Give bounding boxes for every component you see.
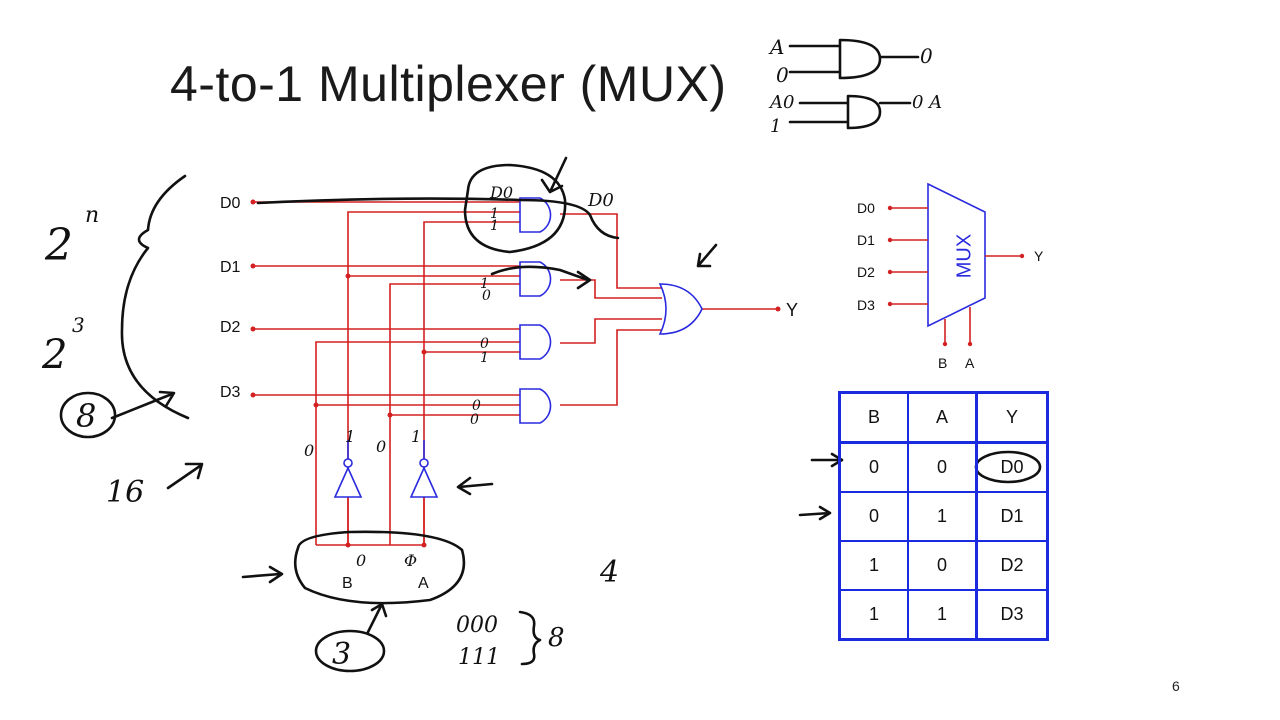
table-row: 1 0 D2 [838,540,1049,591]
not-gates [333,440,439,498]
cell-b: 1 [838,589,909,641]
note-bit-b0: 0 [356,551,366,570]
cell-b: 0 [838,491,909,542]
and-gates [519,197,552,424]
block-input-d1: D1 [857,232,875,248]
and-gate-0 [519,197,552,233]
block-input-d2: D2 [857,264,875,280]
note-d0-out: D0 [587,190,614,211]
select-label-b: B [342,575,353,592]
note-bit-5: 0 [472,398,481,414]
note-2n-base: 2 [44,220,73,271]
slide-title: 4-to-1 Multiplexer (MUX) [170,56,727,112]
note-not-in-b: 0 [304,441,314,460]
truth-table-header: B A Y [838,391,1049,444]
or-gate [658,283,703,335]
header-b: B [838,391,909,444]
not-gate-a [409,466,439,498]
junction-dots [250,199,781,548]
note-2n-exp: n [85,203,99,228]
header-y: Y [975,391,1049,444]
note-bit-1: 1 [480,276,489,292]
note-four: 4 [599,555,619,590]
mux-trapezoid [927,182,986,328]
cell-a: 0 [907,441,978,493]
cell-y: D2 [975,540,1049,591]
handwritten-annotations: A 0 0 A0 1 0 A 2 n 2 3 8 16 D0 D0 1 0 0 … [41,35,1042,673]
mux-label: MUX [953,234,975,278]
not-gate-b [333,466,363,498]
table-row: 0 0 D0 [838,441,1049,493]
note-bit-7: 1 [490,206,499,222]
note-three: 3 [332,637,351,672]
note-and-out0: 0 [920,44,933,68]
table-row: 0 1 D1 [838,491,1049,542]
cell-y: D0 [975,441,1049,493]
and-gate-1 [519,261,552,297]
note-not-out-b: 1 [345,427,355,446]
note-and2-1: 1 [770,116,781,137]
note-zeros: 000 [456,613,498,638]
note-and-0: 0 [776,63,789,87]
note-bit-6: 0 [470,412,479,428]
note-23-exp: 3 [72,313,85,337]
note-bit-3: 0 [480,336,489,352]
note-bit-4: 1 [480,350,489,366]
note-not-in-a: 0 [376,437,386,456]
input-label-d0: D0 [220,195,241,212]
select-label-a: A [418,575,429,592]
note-23-base: 2 [41,332,67,378]
block-input-d3: D3 [857,297,875,313]
note-and2-out: 0 A [912,92,942,113]
header-a: A [907,391,978,444]
cell-b: 1 [838,540,909,591]
note-and2-a: A0 [768,92,794,113]
cell-b: 0 [838,441,909,493]
table-row: 1 1 D3 [838,589,1049,641]
block-output-y: Y [1034,248,1044,264]
and-gate-3 [519,388,552,424]
mux-block: MUX D0 D1 D2 D3 Y B A [857,182,1044,371]
cell-a: 0 [907,540,978,591]
cell-y: D3 [975,589,1049,641]
cell-a: 1 [907,491,978,542]
input-label-d1: D1 [220,259,241,276]
block-select-b: B [938,355,947,371]
note-d0-in: D0 [489,183,513,202]
and-gate-2 [519,324,552,360]
output-label-y: Y [786,300,798,320]
block-input-d0: D0 [857,200,875,216]
note-bit-a0: Φ [404,551,417,570]
truth-table: B A Y 0 0 D0 0 1 D1 1 0 D2 1 1 D3 [838,391,1049,641]
page-number: 6 [1172,678,1180,694]
cell-a: 1 [907,589,978,641]
block-select-a: A [965,355,975,371]
note-not-out-a: 1 [411,427,421,446]
note-eight-b: 8 [548,623,565,653]
input-label-d3: D3 [220,384,241,401]
note-sixteen: 16 [106,475,144,510]
note-bit-8: 1 [490,218,499,234]
note-and-a: A [768,35,784,59]
note-ones: 111 [458,645,500,670]
mux-schematic: D0 D1 D2 D3 [220,195,798,592]
cell-y: D1 [975,491,1049,542]
note-eight: 8 [76,397,96,435]
input-label-d2: D2 [220,319,241,336]
note-bit-2: 0 [482,288,491,304]
wires [253,201,778,546]
